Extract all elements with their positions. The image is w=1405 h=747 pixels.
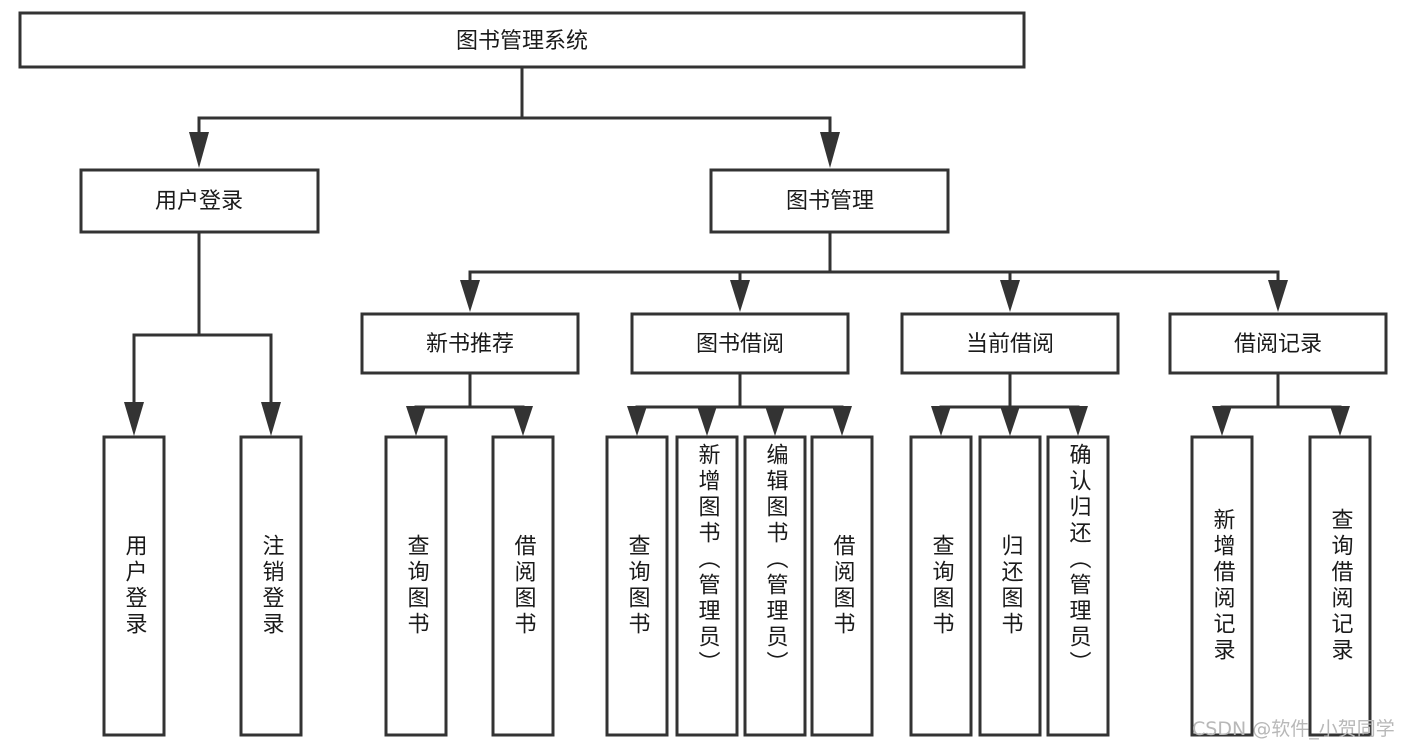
arrowhead-leaf-user-login xyxy=(124,402,144,436)
node-current-borrow-box[interactable] xyxy=(900,312,1120,375)
node-book-borrow-label: 图书借阅 xyxy=(696,332,784,357)
node-user-login[interactable]: 用户登录 xyxy=(79,168,320,234)
node-user-login-label: 用户登录 xyxy=(155,189,243,214)
leaf-box-nb-query-book[interactable] xyxy=(384,435,448,737)
node-current-borrow[interactable]: 当前借阅 xyxy=(900,312,1120,375)
arrowhead-bb-leaf1 xyxy=(627,406,647,436)
arrowhead-br-leaf2 xyxy=(1330,406,1350,436)
arrowhead-new-book xyxy=(460,280,480,312)
leaf-box-nb-borrow-book[interactable] xyxy=(491,435,555,737)
arrowhead-cb-leaf3 xyxy=(1068,406,1088,436)
arrowhead-book-borrow xyxy=(730,280,750,312)
leaf-box-br-add-record[interactable] xyxy=(1190,435,1254,737)
node-root-label: 图书管理系统 xyxy=(456,29,588,54)
node-book-management-label: 图书管理 xyxy=(786,189,874,214)
arrowhead-br-leaf1 xyxy=(1212,406,1232,436)
node-current-borrow-label: 当前借阅 xyxy=(966,332,1054,357)
node-book-borrow[interactable]: 图书借阅 xyxy=(630,312,850,375)
node-book-management-box[interactable] xyxy=(709,168,950,234)
node-new-book-recommend[interactable]: 新书推荐 xyxy=(360,312,580,375)
arrowhead-leaf-logout xyxy=(261,402,281,436)
arrowhead-bb-leaf4 xyxy=(832,406,852,436)
node-borrow-record-label: 借阅记录 xyxy=(1234,332,1322,357)
arrowhead-nb-leaf2 xyxy=(513,406,533,436)
node-new-book-recommend-label: 新书推荐 xyxy=(426,332,514,357)
leaf-box-cb-return-book[interactable] xyxy=(978,435,1042,737)
leaf-box-bb-query-book[interactable] xyxy=(605,435,669,737)
node-borrow-record-box[interactable] xyxy=(1168,312,1388,375)
node-book-management[interactable]: 图书管理 xyxy=(709,168,950,234)
arrowhead-borrow-record xyxy=(1268,280,1288,312)
arrowhead-cb-leaf2 xyxy=(1000,406,1020,436)
leaf-box-bb-edit-book[interactable] xyxy=(743,435,807,737)
node-root-box[interactable] xyxy=(18,11,1026,69)
leaf-boxes-group xyxy=(102,435,1372,737)
arrowhead-current-borrow xyxy=(1000,280,1020,312)
node-book-borrow-box[interactable] xyxy=(630,312,850,375)
leaf-box-logout[interactable] xyxy=(239,435,303,737)
node-new-book-recommend-box[interactable] xyxy=(360,312,580,375)
leaf-box-cb-confirm-return[interactable] xyxy=(1046,435,1110,737)
arrowhead-bb-leaf2 xyxy=(697,406,717,436)
node-borrow-record[interactable]: 借阅记录 xyxy=(1168,312,1388,375)
leaf-box-br-query-record[interactable] xyxy=(1308,435,1372,737)
arrowhead-nb-leaf1 xyxy=(406,406,426,436)
node-user-login-box[interactable] xyxy=(79,168,320,234)
arrowhead-cb-leaf1 xyxy=(931,406,951,436)
leaf-box-bb-add-book[interactable] xyxy=(675,435,739,737)
arrowhead-book-mgmt xyxy=(820,132,840,168)
leaf-box-user-login[interactable] xyxy=(102,435,166,737)
arrowhead-user-login xyxy=(189,132,209,168)
arrowhead-bb-leaf3 xyxy=(765,406,785,436)
leaf-box-bb-borrow-book[interactable] xyxy=(810,435,874,737)
node-root[interactable]: 图书管理系统 xyxy=(18,11,1026,69)
connectors-group xyxy=(124,65,1350,436)
leaf-box-cb-query-book[interactable] xyxy=(909,435,973,737)
